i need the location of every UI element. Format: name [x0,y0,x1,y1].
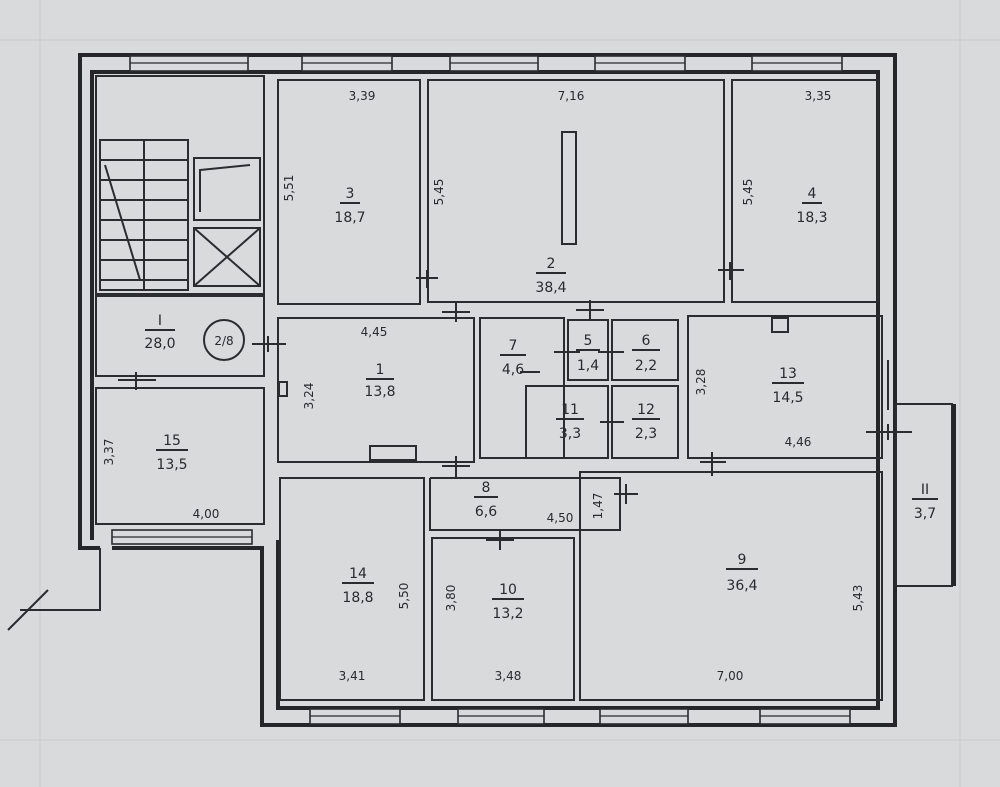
dim-r1-side: 3,24 [302,383,316,410]
room-number: 8 [482,480,491,496]
room-area: 1,4 [577,358,599,374]
room-number: 5 [584,333,593,349]
dim-r1-top: 4,45 [361,325,388,339]
room-number: 7 [509,338,518,354]
room-area: 14,5 [772,390,803,406]
dim-r15-side: 3,37 [102,439,116,466]
room-number: 15 [163,433,181,449]
dim-r2-side: 5,45 [432,179,446,206]
outer-walls [7,53,897,727]
dim-r3-top: 3,39 [349,89,376,103]
dim-r13-side: 3,28 [694,369,708,396]
room-1-label: 1 13,8 [364,362,395,400]
dim-r14-side: 5,50 [397,583,411,610]
room-area: 3,7 [914,506,936,522]
room-15-label: 15 13,5 [156,433,188,473]
room-area: 18,7 [334,210,365,226]
room-5-label: 5 1,4 [576,333,600,374]
room-7-label: 7 4,6 [500,338,526,378]
room-number: 12 [637,402,655,418]
windows-bottom [111,529,851,725]
room-3-label: 3 18,7 [334,186,365,226]
room-labels: 3 18,7 2 38,4 4 18,3 I 28,0 2/8 1 13,8 7 [144,186,938,622]
room-number: 11 [561,402,579,418]
room-number: 4 [808,186,817,202]
stair-mark: 2/8 [214,334,233,348]
room-number: 9 [738,552,747,568]
room-12-label: 12 2,3 [632,402,660,442]
room-area: 13,5 [156,457,187,473]
dim-r15-bottom: 4,00 [193,507,220,521]
room-2-label: 2 38,4 [535,256,566,296]
room-area: 6,6 [475,504,497,520]
dim-r10-bottom: 3,48 [495,669,522,683]
room-area: 18,8 [342,590,373,606]
room-number: 6 [642,333,651,349]
dim-r4-top: 3,35 [805,89,832,103]
room-number: 10 [499,582,517,598]
room-area: 13,8 [364,384,395,400]
room-area: 2,2 [635,358,657,374]
dim-r8-len: 4,50 [547,511,574,525]
dim-r4-side: 5,45 [741,179,755,206]
room-number: 2 [547,256,556,272]
room-area: 38,4 [535,280,566,296]
room-area: 28,0 [144,336,175,352]
dim-r9-bottom: 7,00 [717,669,744,683]
room-area: 13,2 [492,606,523,622]
dim-r3-side: 5,51 [282,175,296,202]
room-area: 18,3 [796,210,827,226]
room-number: I [158,313,162,329]
room-area: 3,3 [559,426,581,442]
room-6-label: 6 2,2 [632,333,660,374]
room-number: II [921,482,929,498]
room-9-label: 9 36,4 [726,552,758,594]
room-8-label: 8 6,6 [474,480,498,520]
dim-r8-side: 1,47 [591,493,605,520]
room-14-label: 14 18,8 [342,566,374,606]
interior-walls [95,75,956,701]
room-number: 13 [779,366,797,382]
room-number: 14 [349,566,367,582]
room-area: 36,4 [726,578,757,594]
room-number: 1 [376,362,385,378]
windows-top [129,55,843,72]
room-13-label: 13 14,5 [772,366,804,406]
dim-r9-side: 5,43 [851,585,865,612]
room-4-label: 4 18,3 [796,186,827,226]
room-10-label: 10 13,2 [492,582,524,622]
room-11-label: 11 3,3 [556,402,584,442]
room-area: 2,3 [635,426,657,442]
dimension-labels: 3,39 5,51 7,16 5,45 3,35 5,45 4,45 3,24 … [102,89,865,683]
room-area: 4,6 [502,362,524,378]
dim-r2-top: 7,16 [558,89,585,103]
room-number: 3 [346,186,355,202]
dim-r14-bottom: 3,41 [339,669,366,683]
door-marks [118,262,912,550]
room-I-label: I 28,0 [144,313,175,352]
dim-r13-bottom: 4,46 [785,435,812,449]
room-II-label: II 3,7 [912,482,938,522]
dim-r10-side: 3,80 [444,585,458,612]
